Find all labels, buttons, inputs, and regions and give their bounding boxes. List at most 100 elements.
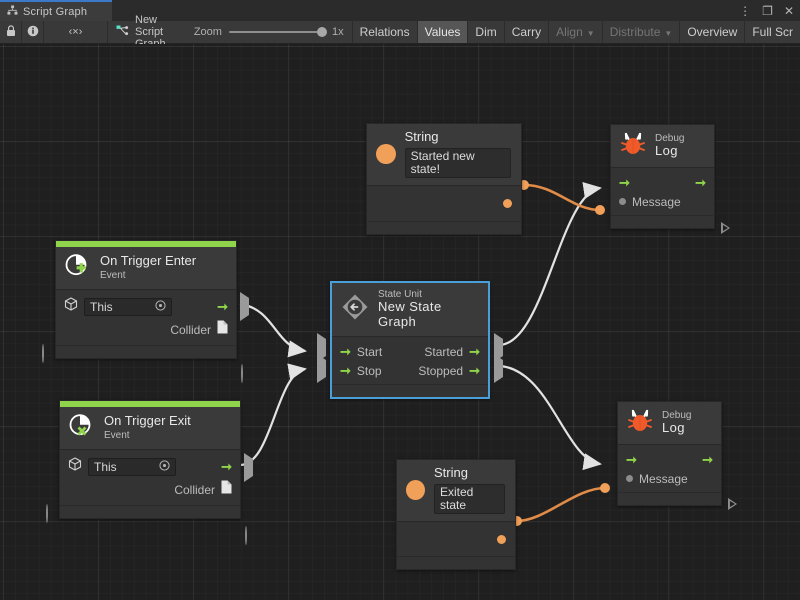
- node-string-bottom[interactable]: String Exited state: [396, 459, 516, 571]
- toolbar-item-fullscreen[interactable]: Full Scr: [744, 21, 800, 43]
- node-accent-bar: [56, 241, 236, 247]
- target-object-field[interactable]: This: [84, 297, 172, 316]
- target-picker-icon[interactable]: [155, 299, 166, 314]
- flow-input-port-start[interactable]: ➞: [340, 344, 351, 360]
- external-collider-out-marker[interactable]: [241, 364, 243, 383]
- target-object-field[interactable]: This: [88, 457, 176, 476]
- graph-toolbar: ‹×› New Script Graph Zoom 1x Relation: [0, 14, 800, 50]
- output-port-value[interactable]: [503, 199, 512, 209]
- node-on-trigger-exit[interactable]: On Trigger Exit Event This: [59, 400, 241, 519]
- target-row: This ➞: [60, 455, 240, 478]
- node-subtitle: Debug: [662, 409, 692, 421]
- port-label: Message: [632, 194, 681, 209]
- code-view-button[interactable]: ‹×›: [44, 21, 108, 43]
- string-value-field[interactable]: Exited state: [434, 483, 505, 515]
- edge-string-top-to-message: [523, 183, 601, 212]
- zoom-slider-knob[interactable]: [316, 27, 327, 37]
- bug-icon: [627, 408, 653, 437]
- flow-input-port[interactable]: ➞: [626, 452, 637, 467]
- flow-output-port[interactable]: ➞: [702, 452, 713, 467]
- external-flow-out-marker[interactable]: [728, 504, 737, 522]
- output-port-value[interactable]: [497, 535, 506, 545]
- external-stop-in-marker[interactable]: [317, 354, 326, 383]
- graph-name-display[interactable]: New Script Graph: [108, 14, 186, 50]
- node-title: New State Graph: [378, 299, 442, 329]
- toolbar-item-label: Full Scr: [752, 25, 793, 39]
- toolbar-item-values[interactable]: Values: [416, 21, 468, 43]
- flow-output-port[interactable]: ➞: [217, 299, 228, 314]
- target-object-value: This: [94, 459, 117, 474]
- close-icon[interactable]: ✕: [783, 3, 794, 18]
- toolbar-item-dim[interactable]: Dim: [467, 21, 503, 43]
- collider-file-icon[interactable]: [217, 320, 228, 339]
- node-footer: [60, 505, 240, 518]
- edge-started-to-log-top: [499, 182, 602, 347]
- edge-enter-to-start: [239, 302, 307, 358]
- node-debug-log-top[interactable]: Debug Log ➞ ➞ Message: [610, 124, 715, 229]
- node-footer: [618, 492, 721, 505]
- flow-input-port-stop[interactable]: ➞: [340, 363, 351, 379]
- node-title: On Trigger Exit: [104, 412, 191, 428]
- node-on-trigger-enter[interactable]: On Trigger Enter Event This: [55, 240, 237, 359]
- more-options-icon[interactable]: ⋮: [739, 3, 752, 18]
- zoom-control[interactable]: Zoom 1x: [186, 21, 352, 43]
- edge-string-bottom-to-message: [516, 486, 606, 523]
- zoom-label: Zoom: [193, 26, 222, 38]
- edge-exit-to-stop: [239, 363, 307, 467]
- message-input-port[interactable]: [619, 198, 626, 205]
- toolbar-item-label: Relations: [359, 25, 410, 39]
- collider-row: Collider: [56, 318, 236, 341]
- info-icon: [27, 25, 39, 40]
- tab-script-graph[interactable]: Script Graph: [0, 0, 112, 21]
- flow-output-port-stopped[interactable]: ➞: [469, 363, 480, 379]
- toolbar-item-carry[interactable]: Carry: [503, 21, 548, 43]
- zoom-slider[interactable]: [228, 27, 327, 37]
- message-input-port[interactable]: [626, 475, 633, 482]
- flow-output-port[interactable]: ➞: [221, 459, 232, 474]
- port-label: Stopped: [418, 363, 464, 378]
- toolbar-item-label: Carry: [511, 25, 542, 39]
- collider-file-icon[interactable]: [221, 480, 232, 499]
- bug-icon: [620, 131, 646, 160]
- node-subtitle: State Unit: [378, 289, 422, 300]
- node-body: This ➞ Collider: [60, 450, 240, 505]
- toolbar-item-label: Overview: [687, 25, 738, 39]
- external-stopped-out-marker[interactable]: [494, 354, 503, 383]
- port-label: Started: [424, 344, 464, 359]
- external-flow-out-marker[interactable]: [721, 228, 730, 246]
- toolbar-item-align[interactable]: Align ▼: [548, 21, 602, 43]
- graph-canvas[interactable]: String Started new state!: [0, 44, 800, 600]
- node-body: ➞ ➞ Message: [618, 445, 721, 492]
- toolbar-item-distribute[interactable]: Distribute ▼: [601, 21, 680, 43]
- external-object-in-marker[interactable]: [46, 504, 48, 523]
- lock-button[interactable]: [0, 21, 22, 43]
- node-string-top[interactable]: String Started new state!: [366, 123, 522, 236]
- flow-output-port[interactable]: ➞: [695, 175, 706, 190]
- toolbar-item-label: Distribute: [609, 25, 661, 39]
- external-flow-out-marker[interactable]: [244, 453, 253, 482]
- external-collider-out-marker[interactable]: [245, 526, 247, 545]
- flow-input-port[interactable]: ➞: [619, 175, 630, 190]
- event-enter-icon: [65, 253, 91, 282]
- flow-output-port-started[interactable]: ➞: [469, 344, 480, 360]
- external-flow-out-marker[interactable]: [240, 292, 249, 321]
- string-value-field[interactable]: Started new state!: [404, 147, 511, 179]
- toolbar-item-overview[interactable]: Overview: [679, 21, 744, 43]
- maximize-icon[interactable]: ❐: [762, 3, 773, 18]
- node-footer: [611, 215, 714, 228]
- node-state-unit[interactable]: State Unit New State Graph ➞ Start Start…: [330, 281, 490, 400]
- node-footer: [56, 345, 236, 358]
- node-body: [397, 522, 515, 557]
- state-unit-icon: [341, 293, 369, 326]
- info-button[interactable]: [22, 21, 44, 43]
- external-object-in-marker[interactable]: [42, 344, 44, 363]
- node-header: On Trigger Exit Event: [60, 407, 240, 450]
- toolbar-item-relations[interactable]: Relations: [351, 21, 417, 43]
- node-accent-bar: [60, 401, 240, 407]
- code-brackets-icon: ‹×›: [68, 26, 83, 38]
- target-object-value: This: [90, 299, 113, 314]
- node-header: State Unit New State Graph: [332, 283, 488, 338]
- target-picker-icon[interactable]: [159, 459, 170, 474]
- node-debug-log-bottom[interactable]: Debug Log ➞ ➞ Message: [617, 401, 722, 506]
- collider-row: Collider: [60, 478, 240, 501]
